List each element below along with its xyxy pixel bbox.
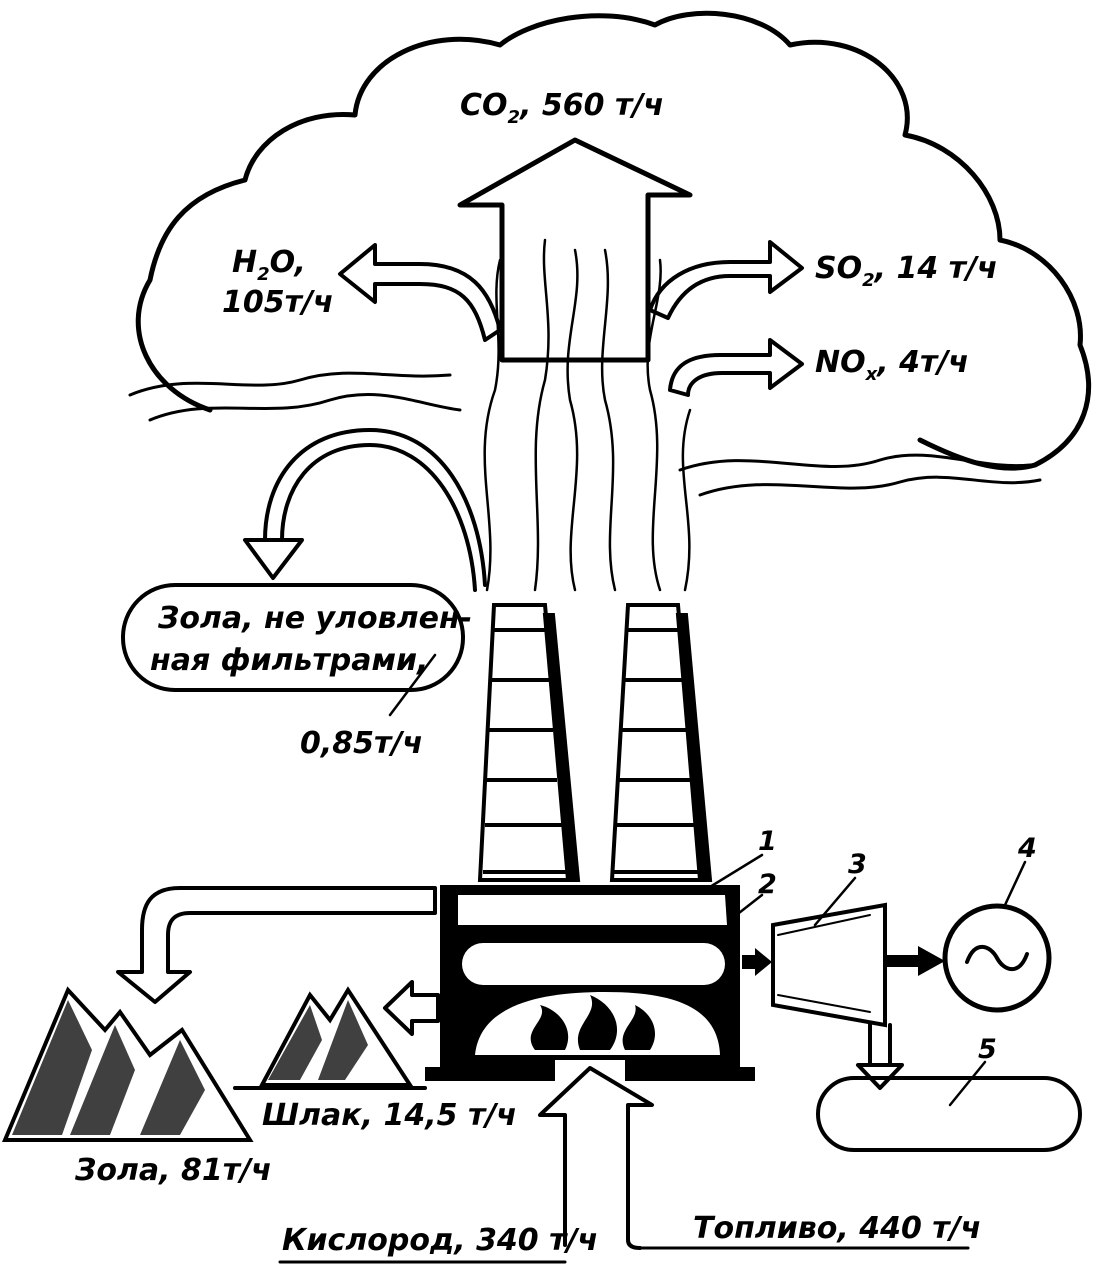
unfiltered-ash-bubble — [121, 583, 465, 717]
component-number-4: 4 — [1017, 833, 1037, 864]
slag-heaps — [233, 986, 427, 1090]
slag-arrow — [383, 980, 440, 1036]
h2o-rate: 105т/ч — [222, 285, 334, 320]
leader-lines — [703, 853, 1027, 1107]
ash-arrow — [116, 886, 437, 1004]
unfiltered-ash-line2: ная фильтрами, — [150, 643, 428, 678]
oxygen-label: Кислород, 340 т/ч — [282, 1223, 598, 1258]
unfiltered-ash-rate: 0,85т/ч — [300, 726, 423, 761]
slag-label: Шлак, 14,5 т/ч — [262, 1098, 517, 1133]
boiler — [425, 885, 755, 1082]
condenser — [816, 1076, 1082, 1152]
generator — [942, 903, 1052, 1013]
ash-heaps — [1, 986, 254, 1142]
so2-arrow — [648, 240, 804, 320]
component-number-5: 5 — [978, 1034, 997, 1065]
unfiltered-ash-line1: Зола, не уловлен- — [157, 601, 472, 636]
co2-arrow — [457, 137, 693, 363]
component-number-2: 2 — [758, 869, 777, 900]
input-arrow — [538, 1066, 654, 1250]
nox-arrow — [668, 338, 804, 397]
h2o-arrow — [338, 243, 502, 342]
so2-label: SO2, 14 т/ч — [815, 251, 998, 291]
ash-label: Зола, 81т/ч — [74, 1153, 272, 1188]
shaft-to-generator — [885, 946, 945, 976]
smoke-cloud — [128, 10, 1092, 497]
h2o-label: H2O, — [232, 245, 306, 285]
fallout-ash-arrow — [243, 428, 487, 592]
turbine — [742, 902, 887, 1028]
component-number-3: 3 — [848, 849, 867, 880]
component-number-1: 1 — [758, 826, 777, 857]
nox-label: NOx, 4т/ч — [815, 345, 969, 385]
co2-label: CO2, 560 т/ч — [460, 88, 664, 128]
smoke-plumes — [483, 238, 692, 592]
chimney-left — [477, 603, 581, 882]
chimney-right — [609, 603, 713, 882]
fuel-label: Топливо, 440 т/ч — [693, 1211, 981, 1246]
